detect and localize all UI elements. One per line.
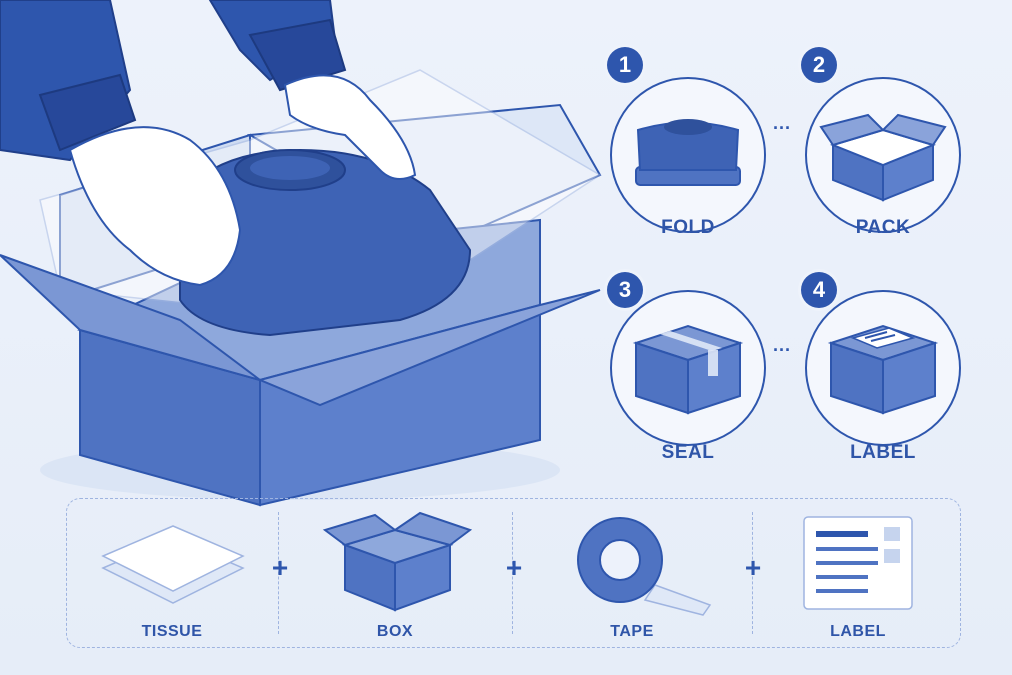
open-box-with-tissue-icon bbox=[819, 113, 947, 202]
step-4-label: LABEL bbox=[850, 442, 916, 463]
supply-label-box: BOX bbox=[376, 623, 414, 640]
labeled-box-icon bbox=[827, 324, 939, 415]
hero-illustration bbox=[0, 0, 602, 507]
step-2-number: 2 bbox=[801, 47, 837, 83]
step-3-label: SEAL bbox=[661, 442, 715, 463]
supplies-divider bbox=[512, 512, 513, 634]
step-3-circle bbox=[610, 290, 766, 446]
step-1-circle bbox=[610, 77, 766, 233]
step-connector-1-2: ··· bbox=[773, 118, 791, 138]
supplies-panel bbox=[66, 498, 961, 648]
plus-sign: + bbox=[744, 552, 762, 583]
shipping-label-icon bbox=[803, 516, 913, 610]
plus-sign: + bbox=[505, 552, 523, 583]
plus-sign: + bbox=[271, 552, 289, 583]
step-1-label: FOLD bbox=[661, 217, 715, 238]
supply-label-tape: TAPE bbox=[610, 623, 654, 640]
step-4-number: 4 bbox=[801, 272, 837, 308]
step-4-circle bbox=[805, 290, 961, 446]
taped-box-icon bbox=[632, 324, 744, 415]
step-2-label: PACK bbox=[855, 217, 911, 238]
folded-sweater-icon bbox=[635, 119, 741, 186]
open-box-icon bbox=[322, 511, 473, 612]
supply-label-tissue: TISSUE bbox=[141, 623, 203, 640]
step-2-circle bbox=[805, 77, 961, 233]
supplies-divider bbox=[278, 512, 279, 634]
step-3-number: 3 bbox=[607, 272, 643, 308]
tape-roll-icon bbox=[577, 517, 712, 616]
supply-label-label: LABEL bbox=[830, 623, 886, 640]
tissue-paper-icon bbox=[101, 525, 245, 604]
supplies-divider bbox=[752, 512, 753, 634]
step-connector-3-4: ··· bbox=[773, 340, 791, 360]
step-1-number: 1 bbox=[607, 47, 643, 83]
